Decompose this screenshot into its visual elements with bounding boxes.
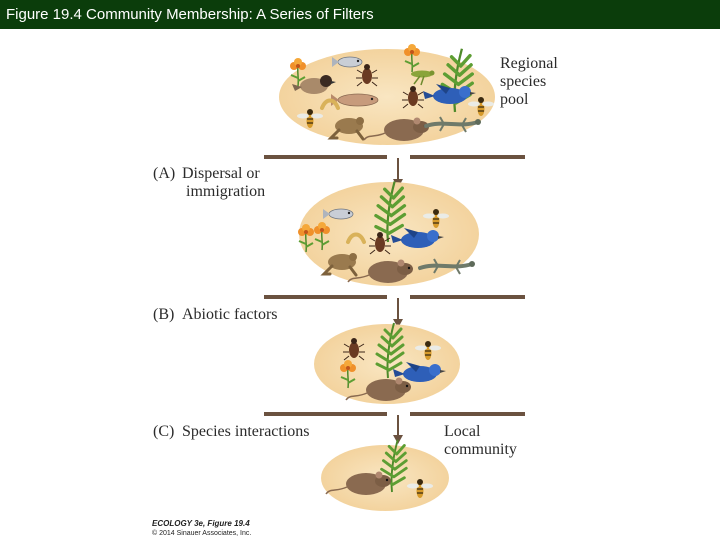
filter-bar <box>264 412 387 416</box>
filter-marker: (A) <box>153 165 182 183</box>
filter-a-label: (A)Dispersal or immigration <box>153 165 265 201</box>
post-abiotic-community <box>314 323 460 404</box>
down-arrow-icon <box>393 435 403 444</box>
regional-pool-label: Regional species pool <box>500 55 558 109</box>
filter-bar <box>410 155 525 159</box>
filter-c-label: (C)Species interactions <box>153 423 310 441</box>
figure-credit: ECOLOGY 3e, Figure 19.4 © 2014 Sinauer A… <box>152 519 251 538</box>
regional-pool <box>279 44 495 145</box>
filter-bar <box>264 155 387 159</box>
filter-bar <box>264 295 387 299</box>
local-community-label: Local community <box>444 423 517 459</box>
post-dispersal-community <box>298 182 479 287</box>
local-community <box>321 440 449 511</box>
filter-marker: (C) <box>153 423 182 441</box>
filter-marker: (B) <box>153 306 182 324</box>
filter-bar <box>410 412 525 416</box>
filter-b-label: (B)Abiotic factors <box>153 306 278 324</box>
filter-b <box>264 295 525 328</box>
filter-bar <box>410 295 525 299</box>
